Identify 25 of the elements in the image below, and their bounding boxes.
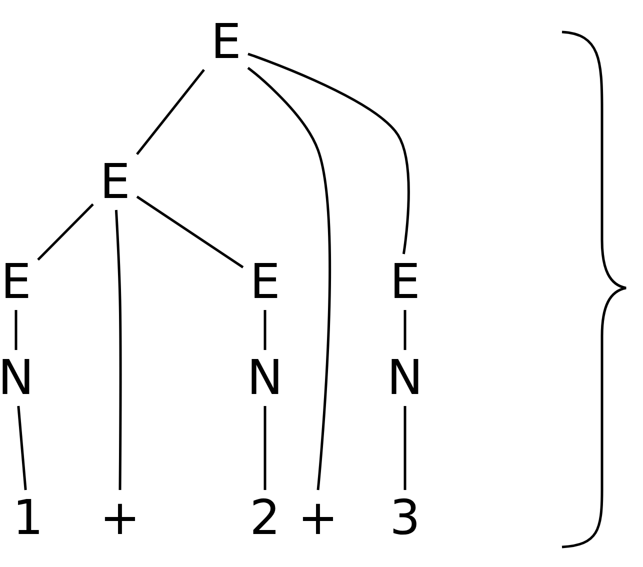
tree-branch bbox=[136, 196, 244, 268]
tree-branch bbox=[37, 203, 94, 261]
tree-symbol: E bbox=[250, 258, 280, 306]
tree-symbol: 2 bbox=[250, 494, 280, 542]
tree-symbol: E bbox=[0, 258, 32, 306]
tree-symbol: N bbox=[387, 354, 423, 402]
tree-symbol: N bbox=[0, 354, 34, 402]
tree-branch bbox=[247, 66, 331, 490]
tree-branch bbox=[264, 406, 266, 490]
tree-branch bbox=[248, 52, 410, 254]
tree-branch bbox=[404, 406, 406, 490]
tree-symbol: E bbox=[390, 258, 420, 306]
tree-branch bbox=[404, 310, 406, 350]
tree-branch bbox=[17, 406, 27, 490]
tree-symbol: 1 bbox=[12, 494, 44, 542]
tree-branch bbox=[14, 310, 18, 350]
tree-branch bbox=[264, 310, 266, 350]
tree-symbol: E bbox=[210, 18, 242, 66]
tree-symbol: 3 bbox=[390, 494, 420, 542]
tree-symbol: N bbox=[247, 354, 283, 402]
tree-symbol: E bbox=[100, 158, 130, 206]
tree-branch bbox=[114, 210, 122, 490]
tree-symbol: + bbox=[100, 494, 140, 542]
tree-branch bbox=[136, 68, 205, 156]
tree-symbol: + bbox=[298, 494, 338, 542]
